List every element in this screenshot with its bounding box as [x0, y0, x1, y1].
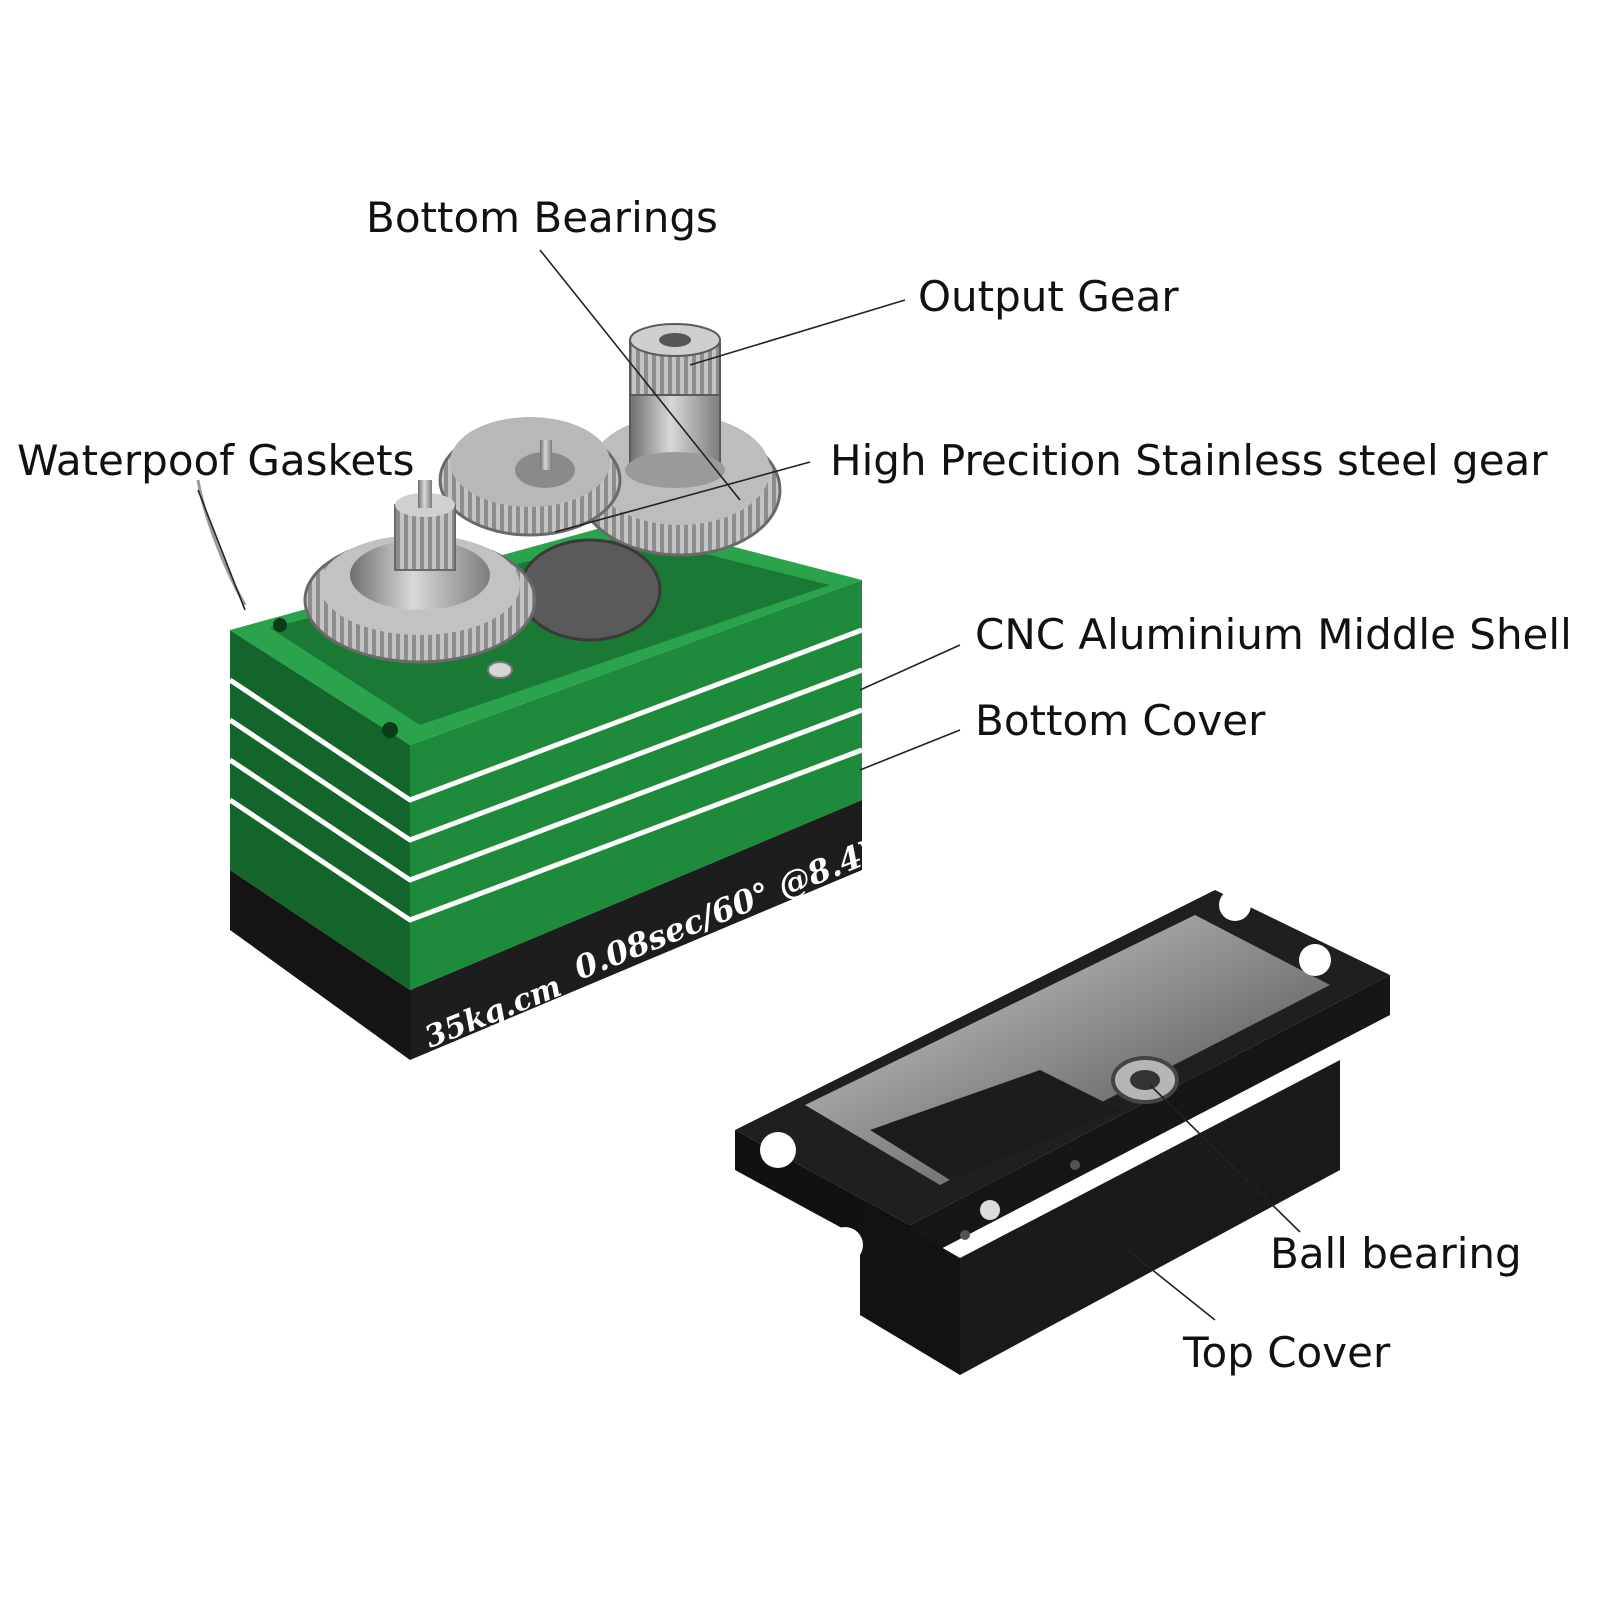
leader-middle-shell	[859, 644, 961, 691]
middle-shell-side	[410, 580, 862, 990]
mount-slot-icon	[827, 1227, 863, 1263]
screw-hole-icon	[960, 1230, 970, 1240]
top-cover-body	[860, 1200, 960, 1375]
leader-ball-bearing	[1149, 1084, 1301, 1233]
label-stainless-gear: High Precition Stainless steel gear	[830, 436, 1548, 485]
label-bottom-cover: Bottom Cover	[975, 696, 1266, 745]
stainless-gear-lower	[518, 538, 662, 642]
shell-stripes	[228, 627, 863, 923]
mount-slot-icon	[1219, 889, 1251, 921]
leader-bottom-cover	[859, 729, 961, 771]
waterproof-gasket-wire	[196, 479, 247, 606]
label-waterproof-gaskets: Waterpoof Gaskets	[17, 436, 415, 485]
leader-bottom-bearings	[539, 249, 741, 501]
mount-slot-icon	[1299, 944, 1331, 976]
label-bottom-bearings: Bottom Bearings	[366, 193, 718, 242]
servo-body: 35kg.cm 0.08sec/60° @8.4V	[228, 520, 893, 1060]
label-top-cover: Top Cover	[1183, 1328, 1391, 1377]
leader-lines	[197, 249, 1301, 1321]
shell-hole-icon	[273, 618, 287, 632]
gear-train	[196, 323, 782, 679]
bottom-cover-front	[230, 870, 410, 1060]
leader-output-gear	[689, 299, 906, 366]
screw-hole-icon	[980, 1200, 1000, 1220]
leader-waterproof-gaskets	[197, 489, 246, 611]
middle-shell-front	[230, 630, 410, 990]
leader-stainless-gear	[554, 461, 811, 533]
bottom-cover-side	[410, 800, 862, 1060]
top-cover	[735, 889, 1390, 1375]
leader-top-cover	[1124, 1247, 1216, 1321]
label-ball-bearing: Ball bearing	[1270, 1229, 1522, 1278]
screw-hole-icon	[1070, 1160, 1080, 1170]
shell-hole-icon	[382, 722, 398, 738]
label-middle-shell: CNC Aluminium Middle Shell	[975, 610, 1572, 659]
label-output-gear: Output Gear	[918, 272, 1179, 321]
mount-slot-icon	[760, 1132, 796, 1168]
